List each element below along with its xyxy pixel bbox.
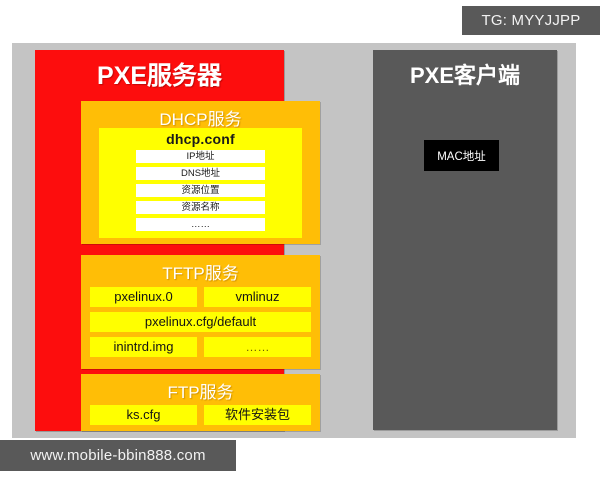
tftp-file-chip: inintrd.img xyxy=(90,337,197,357)
dhcp-field-list: IP地址 DNS地址 资源位置 资源名称 …… xyxy=(99,149,302,232)
tftp-file-row: pxelinux.cfg/default xyxy=(81,312,320,332)
dhcp-conf-card: dhcp.conf IP地址 DNS地址 资源位置 资源名称 …… xyxy=(99,128,302,238)
tftp-file-chip: vmlinuz xyxy=(204,287,311,307)
pxe-client-title: PXE客户端 xyxy=(409,63,521,88)
dhcp-service-block: DHCP服务 dhcp.conf IP地址 DNS地址 资源位置 资源名称 …… xyxy=(81,101,320,244)
watermark-top-right: TG: MYYJJPP xyxy=(462,6,600,35)
dhcp-conf-filename: dhcp.conf xyxy=(166,131,235,147)
dhcp-field-item: DNS地址 xyxy=(135,166,266,181)
dhcp-field-item: 资源名称 xyxy=(135,200,266,215)
ftp-service-title: FTP服务 xyxy=(167,383,234,402)
ftp-file-chip: 软件安装包 xyxy=(204,405,311,425)
dhcp-field-item: …… xyxy=(135,217,266,232)
pxe-client-panel: PXE客户端 MAC地址 xyxy=(373,50,557,430)
dhcp-field-item: 资源位置 xyxy=(135,183,266,198)
tftp-file-chip-more: …… xyxy=(204,337,311,357)
tftp-file-list: pxelinux.0 vmlinuz pxelinux.cfg/default … xyxy=(81,287,320,357)
tftp-service-title: TFTP服务 xyxy=(162,264,239,283)
tftp-file-row: pxelinux.0 vmlinuz xyxy=(81,287,320,307)
tftp-file-row: inintrd.img …… xyxy=(81,337,320,357)
dhcp-field-item: IP地址 xyxy=(135,149,266,164)
dhcp-service-title: DHCP服务 xyxy=(159,110,242,129)
mac-address-box: MAC地址 xyxy=(424,140,499,171)
ftp-file-chip: ks.cfg xyxy=(90,405,197,425)
watermark-bottom-left: www.mobile-bbin888.com xyxy=(0,440,236,471)
tftp-service-block: TFTP服务 pxelinux.0 vmlinuz pxelinux.cfg/d… xyxy=(81,255,320,369)
ftp-file-row: ks.cfg 软件安装包 xyxy=(81,405,320,425)
pxe-server-title: PXE服务器 xyxy=(96,62,223,90)
diagram-canvas: PXE服务器 DHCP服务 dhcp.conf IP地址 DNS地址 资源位置 … xyxy=(12,43,576,438)
tftp-file-chip: pxelinux.0 xyxy=(90,287,197,307)
ftp-file-list: ks.cfg 软件安装包 xyxy=(81,405,320,425)
tftp-file-chip: pxelinux.cfg/default xyxy=(90,312,311,332)
pxe-server-panel: PXE服务器 DHCP服务 dhcp.conf IP地址 DNS地址 资源位置 … xyxy=(35,50,320,431)
ftp-service-block: FTP服务 ks.cfg 软件安装包 xyxy=(81,374,320,431)
